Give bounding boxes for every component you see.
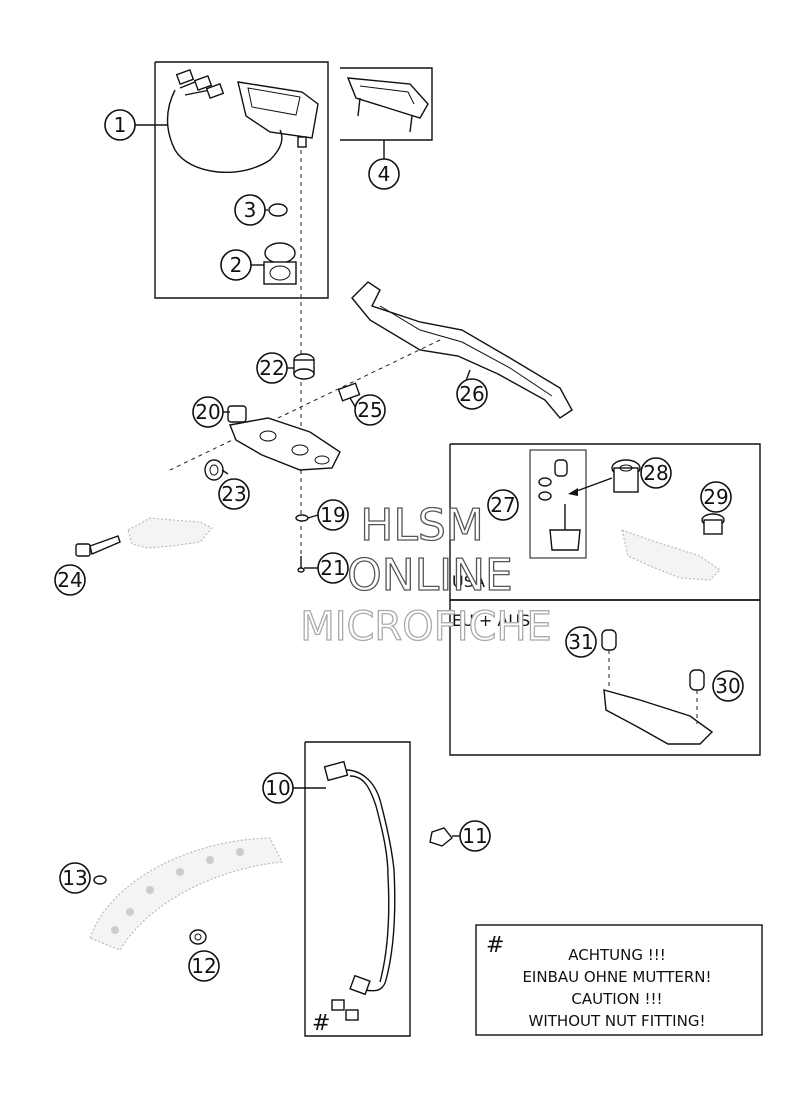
callout-4: 4	[368, 158, 400, 190]
callout-11: 11	[459, 820, 491, 852]
callout-21: 21	[317, 552, 349, 584]
callout-31: 31	[565, 626, 597, 658]
note-box	[475, 924, 763, 1036]
group-box-instrument	[154, 61, 329, 299]
svg-text:13: 13	[62, 866, 87, 890]
callout-13: 13	[59, 862, 91, 894]
ghost-brake-disc	[89, 837, 283, 951]
callout-1: 1	[104, 109, 136, 141]
part-25-spacer	[337, 382, 361, 402]
svg-text:26: 26	[459, 382, 484, 406]
part-28-bushing	[611, 459, 641, 493]
group-box-sensor	[304, 741, 411, 1037]
callout-26: 26	[456, 378, 488, 410]
callout-27: 27	[487, 489, 519, 521]
callout-3: 3	[234, 194, 266, 226]
svg-text:29: 29	[703, 485, 728, 509]
part-22-rubber	[293, 353, 315, 380]
svg-text:27: 27	[490, 493, 515, 517]
svg-text:3: 3	[244, 198, 257, 222]
region-label-eu-aus: EU + AUS	[452, 611, 530, 630]
box-eu-aus	[449, 599, 761, 756]
note-line-1: ACHTUNG !!!	[568, 946, 666, 964]
svg-text:22: 22	[259, 356, 284, 380]
callout-22: 22	[256, 352, 288, 384]
svg-text:25: 25	[357, 398, 382, 422]
part-27-assembly	[538, 459, 581, 551]
box-27-inset	[529, 449, 587, 559]
callout-29: 29	[700, 481, 732, 513]
part-12-nut	[189, 929, 207, 945]
note-line-4: WITHOUT NUT FITTING!	[529, 1012, 706, 1030]
callout-25: 25	[354, 394, 386, 426]
callout-28: 28	[640, 457, 672, 489]
svg-text:4: 4	[378, 162, 391, 186]
part-31-screw	[601, 629, 617, 690]
part-20-bracket	[227, 405, 341, 471]
svg-text:2: 2	[230, 253, 243, 277]
watermark-line-2: ONLINE	[347, 550, 513, 601]
svg-text:24: 24	[57, 568, 82, 592]
callout-20: 20	[192, 396, 224, 428]
callout-2: 2	[220, 249, 252, 281]
cable-note-mark: #	[312, 1011, 330, 1036]
callout-12: 12	[188, 950, 220, 982]
leader-lines	[134, 124, 471, 837]
callout-23: 23	[218, 478, 250, 510]
part-3-cap	[268, 203, 288, 217]
svg-text:30: 30	[715, 674, 740, 698]
svg-text:10: 10	[265, 776, 290, 800]
part-2-gasket	[263, 242, 297, 285]
ghost-bracket-usa	[621, 529, 721, 581]
svg-text:31: 31	[568, 630, 593, 654]
svg-text:12: 12	[191, 954, 216, 978]
note-line-3: CAUTION !!!	[571, 990, 662, 1008]
svg-text:11: 11	[462, 824, 487, 848]
part-13-ring	[93, 875, 107, 885]
arrow-27-28	[573, 477, 613, 493]
part-11-clip	[429, 827, 453, 847]
part-23-rubber	[204, 459, 224, 481]
ghost-bracket-eu	[603, 689, 714, 745]
part-30-screw	[689, 669, 705, 724]
note-symbol: #	[486, 933, 504, 958]
svg-text:19: 19	[320, 503, 345, 527]
callout-19: 19	[317, 499, 349, 531]
region-label-usa: USA	[452, 572, 485, 591]
callout-24: 24	[54, 564, 86, 596]
svg-text:1: 1	[114, 113, 127, 137]
part-21-screw	[297, 556, 305, 573]
watermark-line-3: MICROFICHE	[300, 604, 552, 650]
part-10-sensor-cable	[323, 760, 396, 1021]
svg-text:20: 20	[195, 400, 220, 424]
callout-30: 30	[712, 670, 744, 702]
svg-text:21: 21	[320, 556, 345, 580]
note-line-2: EINBAU OHNE MUTTERN!	[522, 968, 711, 986]
callout-10: 10	[262, 772, 294, 804]
watermark-line-1: HLSM	[360, 500, 484, 551]
part-4-bracket	[346, 77, 429, 133]
part-24-bolt	[75, 517, 213, 557]
part-19-washer	[295, 514, 309, 522]
group-box-bracket	[340, 67, 433, 141]
part-26-holder	[351, 281, 573, 419]
svg-text:28: 28	[643, 461, 668, 485]
instrument-cluster	[166, 69, 319, 173]
svg-text:23: 23	[221, 482, 246, 506]
part-29-bushing	[701, 513, 725, 535]
